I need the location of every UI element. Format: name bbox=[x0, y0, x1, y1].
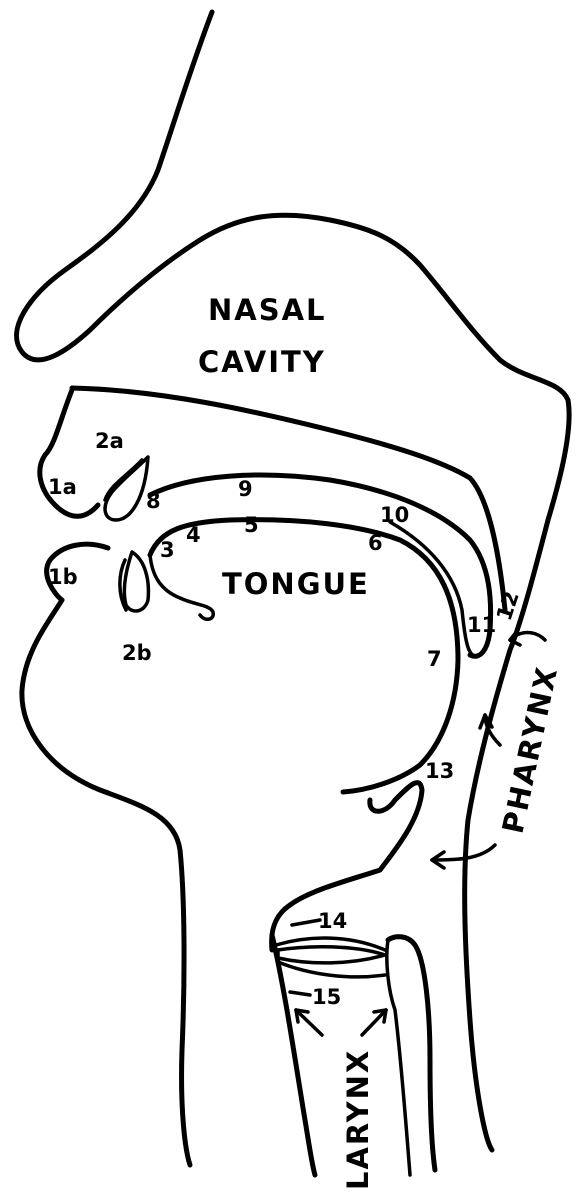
larynx-label: LARYNX bbox=[341, 1049, 375, 1190]
larynx-inner-wall bbox=[387, 940, 410, 1175]
marker-8: 8 bbox=[146, 489, 161, 513]
vocal-folds-glottis bbox=[278, 947, 385, 963]
pharynx-label: PHARYNX bbox=[496, 663, 565, 837]
marker-5: 5 bbox=[244, 513, 259, 537]
marker-6: 6 bbox=[368, 531, 383, 555]
marker-1a: 1a bbox=[48, 475, 77, 499]
marker-9: 9 bbox=[238, 477, 253, 501]
tongue-dorsum bbox=[150, 520, 458, 792]
nasal-label: NASAL bbox=[208, 293, 327, 327]
marker-10: 10 bbox=[380, 503, 409, 527]
velum-upper bbox=[150, 475, 491, 656]
marker-14: 14 bbox=[318, 909, 347, 933]
larynx-arrow-left bbox=[296, 1010, 322, 1035]
marker-13: 13 bbox=[425, 759, 454, 783]
marker-2b: 2b bbox=[122, 641, 152, 665]
leader-15 bbox=[290, 992, 310, 995]
marker-15: 15 bbox=[312, 985, 341, 1009]
lower-lip-chin bbox=[22, 544, 190, 1165]
cavity-label: CAVITY bbox=[198, 345, 326, 379]
marker-2a: 2a bbox=[95, 429, 124, 453]
lower-teeth bbox=[124, 552, 148, 611]
marker-4: 4 bbox=[186, 523, 201, 547]
tongue-tip bbox=[150, 555, 213, 619]
larynx-posterior bbox=[388, 937, 435, 1170]
leader-14 bbox=[292, 920, 320, 925]
marker-3: 3 bbox=[160, 538, 175, 562]
tongue-label: TONGUE bbox=[222, 567, 370, 601]
marker-7: 7 bbox=[427, 647, 442, 671]
marker-1b: 1b bbox=[48, 565, 78, 589]
